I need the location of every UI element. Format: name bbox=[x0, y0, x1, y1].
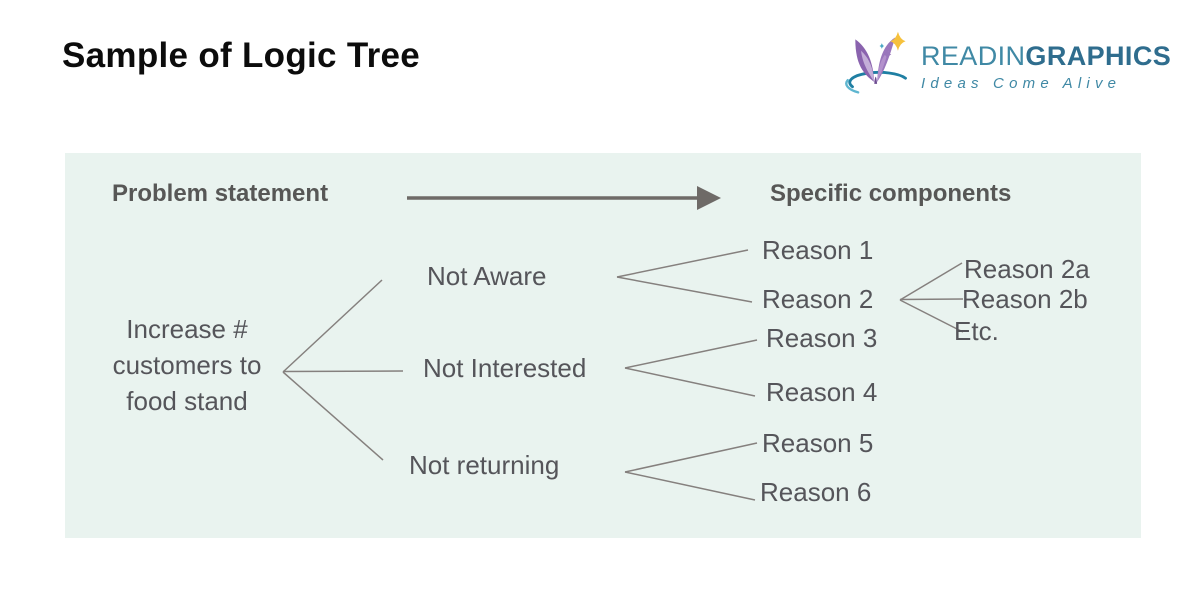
leaf-reason-6: Reason 6 bbox=[760, 477, 872, 507]
root-node: Increase # customers to food stand bbox=[112, 314, 262, 416]
leaf-reason-2a: Reason 2a bbox=[964, 254, 1090, 284]
leaf-etc: Etc. bbox=[954, 316, 999, 346]
brand-bold-part: GRAPHICS bbox=[1025, 41, 1172, 71]
leaf-reason-3: Reason 3 bbox=[766, 323, 878, 353]
brand-wordmark: READINGRAPHICS bbox=[921, 41, 1172, 72]
branch-not-returning: Not returning bbox=[409, 450, 560, 480]
leaf-reason-5: Reason 5 bbox=[762, 428, 874, 458]
logic-tree-panel: Problem statement Specific components In… bbox=[65, 153, 1141, 538]
leaf-reason-1: Reason 1 bbox=[762, 235, 874, 265]
leaf-reason-4: Reason 4 bbox=[766, 377, 878, 407]
right-arrow-icon bbox=[407, 186, 721, 210]
readingraphics-logo: READINGRAPHICS Ideas Come Alive bbox=[843, 26, 1171, 102]
branch-not-interested: Not Interested bbox=[423, 353, 587, 383]
brand-light-part: READIN bbox=[921, 41, 1026, 71]
leaf-reason-2b: Reason 2b bbox=[962, 284, 1088, 314]
brand-tagline: Ideas Come Alive bbox=[921, 74, 1122, 92]
tree-connector-lines bbox=[282, 186, 964, 501]
page-title: Sample of Logic Tree bbox=[62, 36, 421, 75]
book-butterfly-icon bbox=[845, 31, 907, 94]
logo-text: READINGRAPHICS Ideas Come Alive bbox=[921, 41, 1172, 92]
leaf-reason-2: Reason 2 bbox=[762, 284, 874, 314]
heading-problem-statement: Problem statement bbox=[112, 180, 329, 207]
branch-not-aware: Not Aware bbox=[427, 261, 547, 291]
heading-specific-components: Specific components bbox=[770, 180, 1012, 207]
